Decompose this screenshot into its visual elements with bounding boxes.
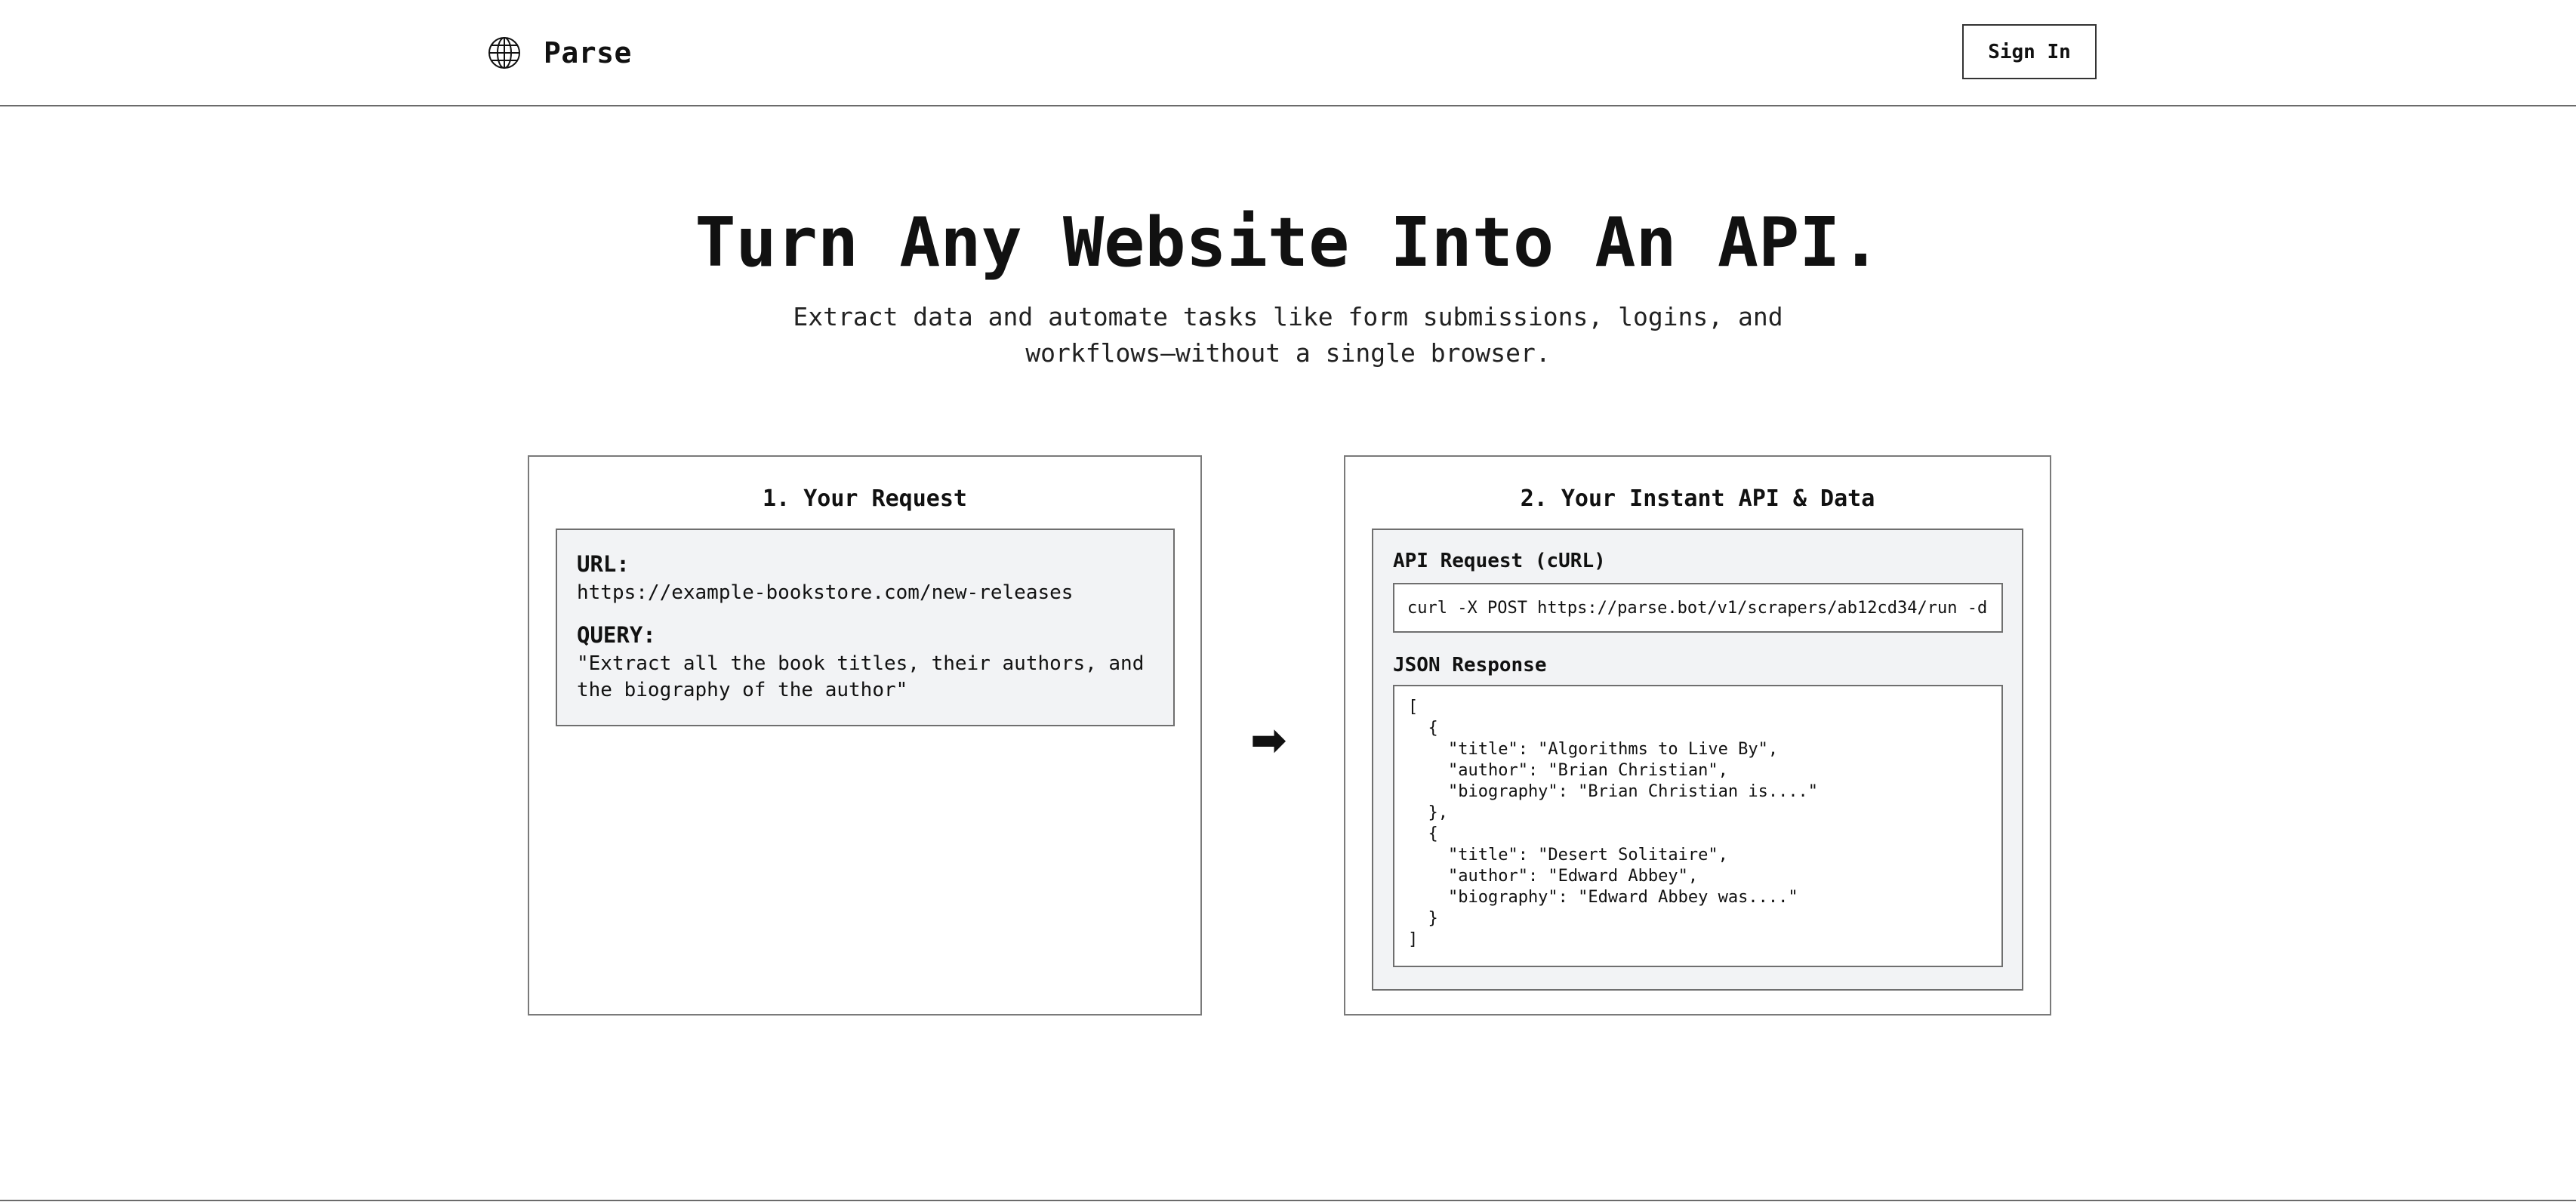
request-card-title: 1. Your Request (763, 485, 967, 512)
json-response-box[interactable]: [ { "title": "Algorithms to Live By", "a… (1393, 685, 2003, 967)
response-panel: API Request (cURL) curl -X POST https://… (1372, 529, 2023, 991)
request-card: 1. Your Request URL: https://example-boo… (528, 455, 1202, 1016)
url-label: URL: (577, 551, 630, 577)
url-value: https://example-bookstore.com/new-releas… (577, 581, 1074, 604)
brand[interactable]: Parse (486, 30, 632, 76)
brand-name: Parse (544, 36, 632, 69)
request-panel: URL: https://example-bookstore.com/new-r… (556, 529, 1175, 726)
json-label: JSON Response (1393, 654, 1547, 677)
globe-icon (488, 37, 520, 69)
hero-title: Turn Any Website Into An API. (695, 203, 1881, 282)
footer-divider (0, 1200, 2576, 1201)
sign-in-button[interactable]: Sign In (1962, 24, 2097, 79)
hero-subtitle: Extract data and automate tasks like for… (793, 302, 1783, 368)
curl-label: API Request (cURL) (1393, 550, 1606, 572)
response-card: 2. Your Instant API & Data API Request (… (1344, 455, 2051, 1016)
response-card-title: 2. Your Instant API & Data (1520, 485, 1875, 512)
site-header: Parse Sign In (0, 0, 2576, 106)
curl-command-box[interactable]: curl -X POST https://parse.bot/v1/scrape… (1393, 583, 2003, 633)
query-value: "Extract all the book titles, their auth… (577, 652, 1145, 701)
arrow-right-icon: ➡ (1250, 714, 1287, 766)
query-label: QUERY: (577, 622, 656, 648)
